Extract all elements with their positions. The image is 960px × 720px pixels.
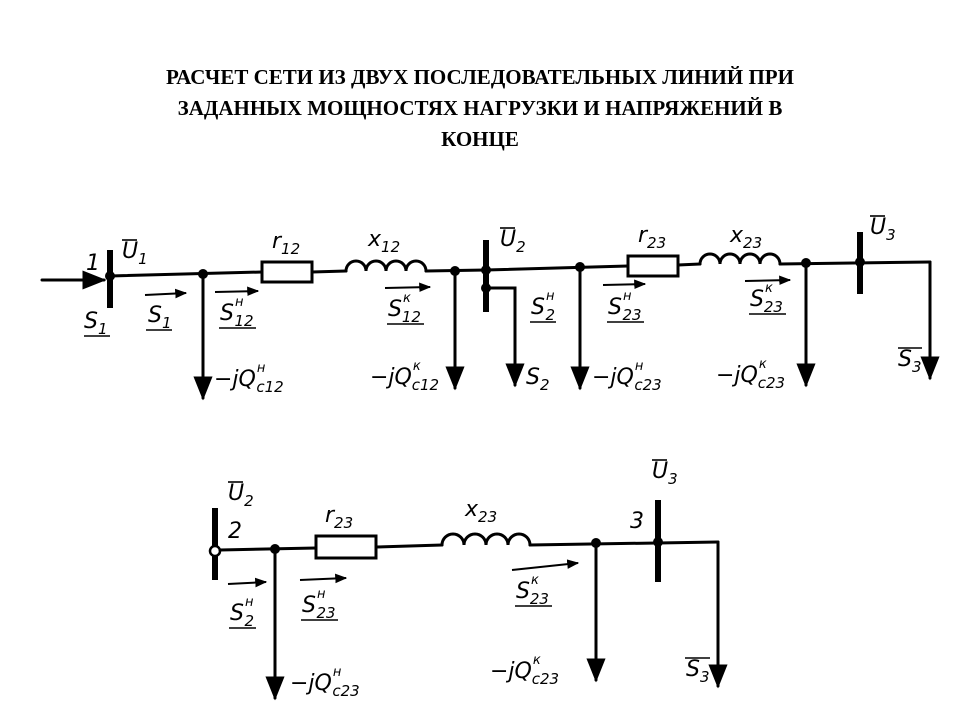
slide-title: РАСЧЕТ СЕТИ ИЗ ДВУХ ПОСЛЕДОВАТЕЛЬНЫХ ЛИН… <box>60 62 900 155</box>
branch-s2 <box>484 286 525 388</box>
main-line-b <box>310 269 348 274</box>
flow-arrow-s23n <box>602 279 647 290</box>
resistor-r23-bottom <box>314 534 378 560</box>
label-x23: x23 <box>729 223 762 252</box>
junction-dot <box>653 537 663 547</box>
junction-dot <box>481 265 491 275</box>
flow-arrow-s2n-bottom <box>227 577 268 588</box>
flow-arrow-s23k <box>744 275 792 286</box>
label-x12: x12 <box>367 227 400 256</box>
label-u2: U2 <box>500 227 526 256</box>
main-line-bottom-c <box>528 540 720 547</box>
main-line-bottom-a <box>218 546 318 552</box>
title-line-3: КОНЦЕ <box>441 127 519 151</box>
title-line-1: РАСЧЕТ СЕТИ ИЗ ДВУХ ПОСЛЕДОВАТЕЛЬНЫХ ЛИН… <box>166 65 794 89</box>
flow-arrow-s12n <box>214 286 260 297</box>
label-x23-bottom: x23 <box>464 497 497 526</box>
node-2-label: 2 <box>228 519 242 544</box>
junction-dot <box>105 271 115 281</box>
flow-arrow-s12k <box>384 282 432 293</box>
label-s3: S3 <box>898 347 922 376</box>
label-s1-in: S1 <box>84 309 108 338</box>
label-u3: U3 <box>870 215 896 244</box>
main-line-d <box>484 264 630 272</box>
label-s2: S2 <box>526 365 550 394</box>
label-r23-bottom: r23 <box>325 503 353 532</box>
label-u3-bottom: U3 <box>652 459 678 488</box>
resistor-r12 <box>260 260 314 284</box>
label-r23: r23 <box>638 223 666 252</box>
node-1-label: 1 <box>86 251 100 276</box>
open-terminal <box>208 544 222 558</box>
junction-dot <box>855 257 865 267</box>
label-s1-flow: S1 <box>148 303 172 332</box>
main-line-a <box>108 270 264 278</box>
resistor-r23 <box>626 254 680 278</box>
label-u1: U1 <box>122 239 148 268</box>
title-line-2: ЗАДАННЫХ МОЩНОСТЯХ НАГРУЗКИ И НАПРЯЖЕНИЙ… <box>177 96 783 120</box>
node-3-label: 3 <box>630 509 644 534</box>
inductor-x23 <box>698 252 782 266</box>
label-r12: r12 <box>272 229 300 258</box>
flow-arrow-s1 <box>144 288 188 299</box>
main-line-e <box>676 262 702 267</box>
inductor-x23-bottom <box>440 532 532 547</box>
label-u2-bottom: U2 <box>228 481 254 510</box>
flow-arrow-s23n-bottom <box>299 573 348 584</box>
inductor-x12 <box>344 259 428 273</box>
flow-arrow-s23k-bottom <box>511 559 580 571</box>
label-s3-bottom: S3 <box>686 657 710 686</box>
main-line-bottom-b <box>374 543 444 549</box>
